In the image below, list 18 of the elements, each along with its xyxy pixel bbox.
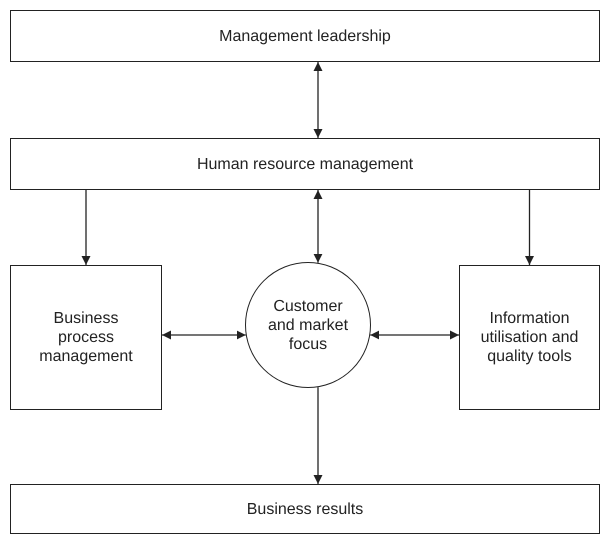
arrow (370, 330, 459, 340)
node-label: Customer and market focus (266, 296, 350, 354)
arrow (525, 190, 534, 265)
node-label: Human resource management (196, 154, 414, 174)
process-box (459, 265, 600, 410)
process-box (10, 138, 600, 190)
node-label: Business results (246, 500, 364, 518)
arrow (314, 387, 322, 484)
node-label: Information utilisation and quality tools (480, 309, 580, 366)
node-label: Business process management (38, 309, 134, 366)
arrow (314, 62, 322, 138)
process-box (10, 484, 600, 534)
arrow (314, 190, 322, 263)
process-box (10, 265, 162, 410)
process-box (10, 10, 600, 62)
node-label: Management leadership (218, 26, 392, 46)
arrow (162, 330, 246, 340)
arrow (82, 190, 90, 265)
